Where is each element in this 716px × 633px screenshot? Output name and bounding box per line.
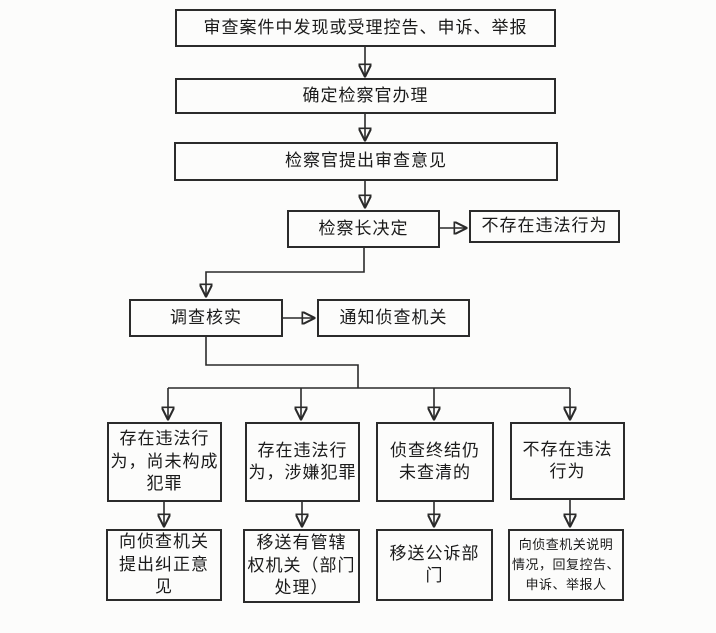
node-assign-prosecutor: 确定检察官办理 — [175, 78, 556, 114]
edge-n6-branches-trunk — [205, 337, 359, 388]
node-transfer-prosecution-dept: 移送公诉部 门 — [376, 529, 493, 601]
node-investigation-unresolved: 侦查终结仍 未查清的 — [376, 422, 494, 502]
node-no-illegal-act-right: 不存在违法行为 — [469, 210, 620, 243]
node-explain-reply-complainant: 向侦查机关说明 情况，回复控告、 申诉、举报人 — [508, 529, 624, 601]
edge-n4-n6 — [206, 248, 365, 295]
node-illegal-suspected-crime: 存在违法行 为，涉嫌犯罪 — [245, 422, 360, 502]
node-correction-opinion: 向侦查机关 提出纠正意 见 — [106, 529, 222, 601]
node-illegal-not-crime: 存在违法行 为，尚未构成 犯罪 — [107, 422, 222, 502]
node-investigate-verify: 调查核实 — [129, 299, 283, 337]
node-no-illegal-act-branch: 不存在违法 行为 — [510, 422, 625, 500]
node-review-case-complaint: 审查案件中发现或受理控告、申诉、举报 — [175, 9, 556, 47]
node-prosecutor-review-opinion: 检察官提出审查意见 — [174, 142, 558, 181]
node-chief-prosecutor-decision: 检察长决定 — [287, 210, 440, 248]
node-notify-investigation-organ: 通知侦查机关 — [317, 299, 470, 337]
node-transfer-jurisdiction: 移送有管辖 权机关（部门 处理） — [243, 529, 360, 603]
